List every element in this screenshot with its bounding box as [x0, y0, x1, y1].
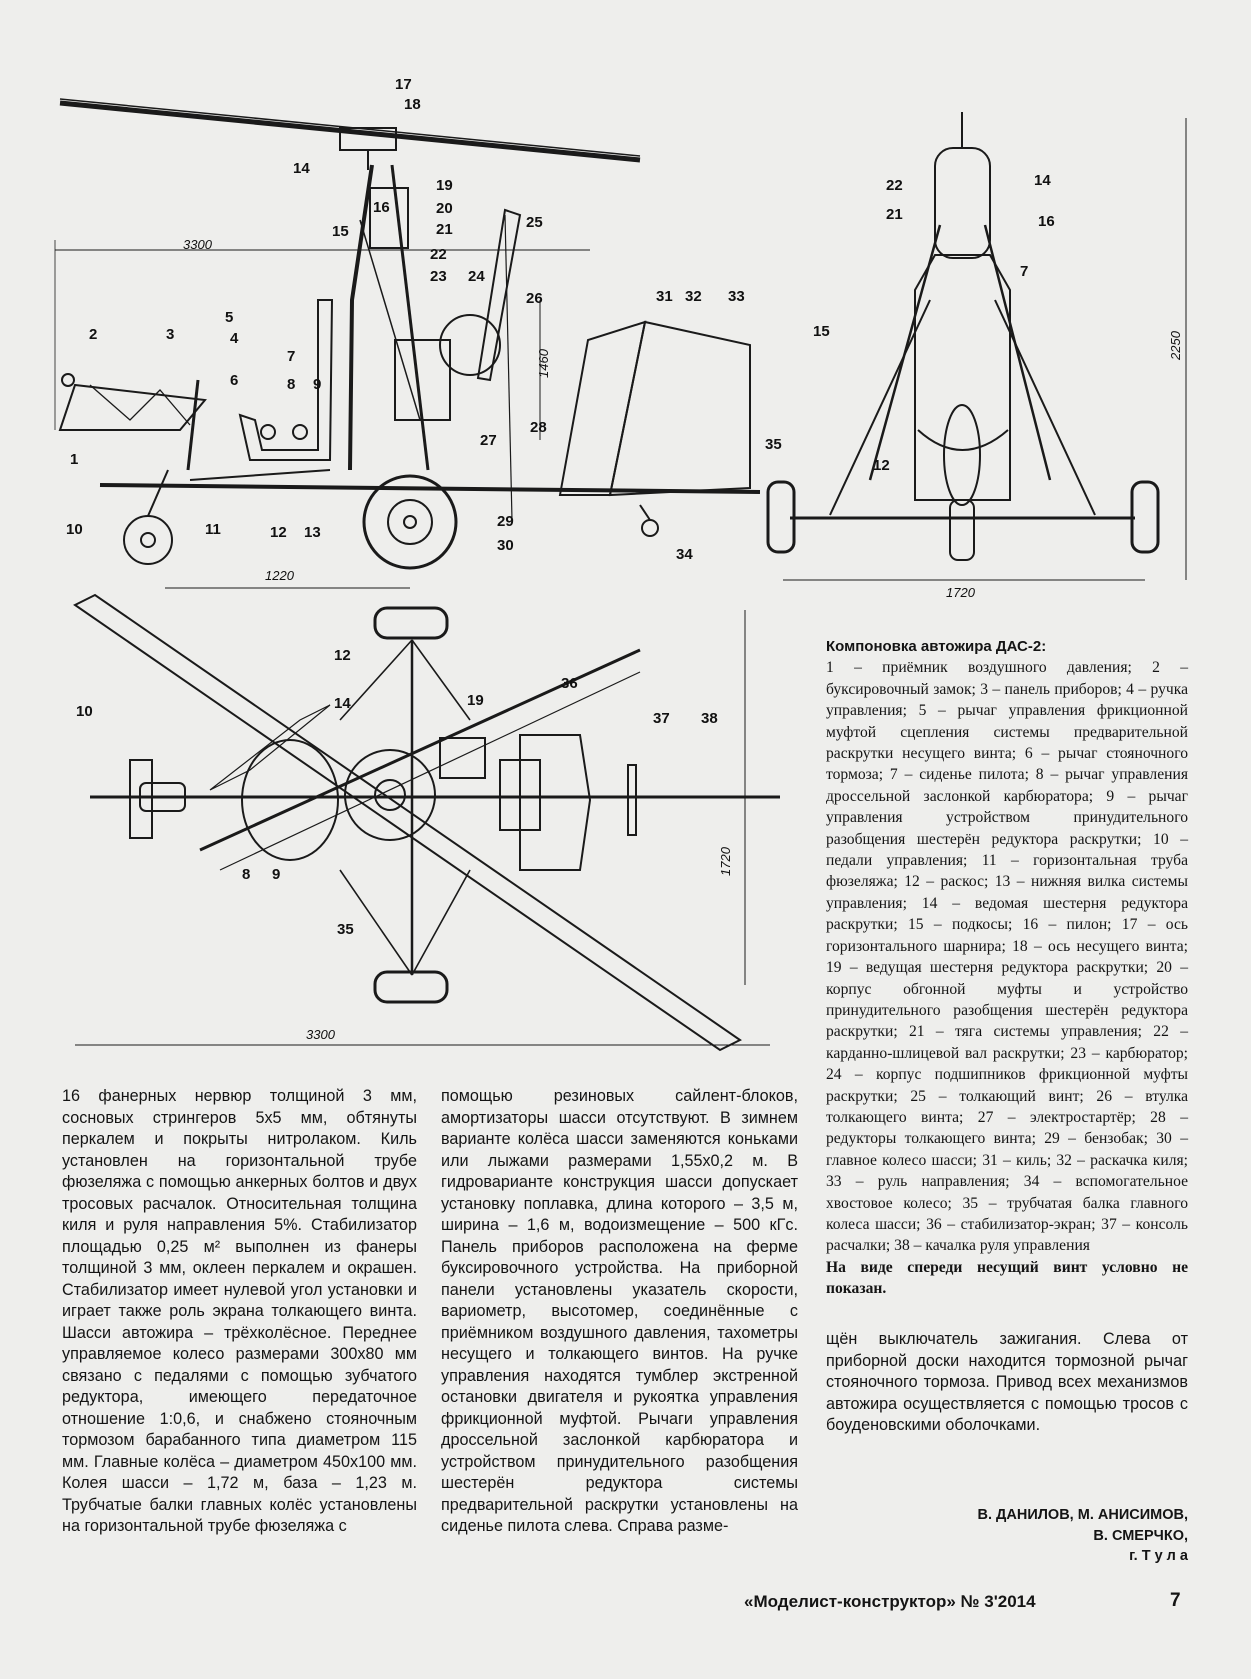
dim-side-length: 3300: [183, 237, 213, 252]
magazine-footer: «Моделист-конструктор» № 3'2014: [744, 1592, 1036, 1611]
front-label-12: 12: [873, 457, 890, 474]
part-label-7: 7: [287, 348, 295, 365]
part-label-22: 22: [430, 246, 447, 263]
part-label-23: 23: [430, 268, 447, 285]
part-label-12: 12: [270, 524, 287, 541]
part-label-19: 19: [436, 177, 453, 194]
front-label-22: 22: [886, 177, 903, 194]
caption-body: 1 – приёмник воздушного давления; 2 – бу…: [826, 659, 1188, 1255]
top-label-37: 37: [653, 710, 670, 727]
front-label-21: 21: [886, 206, 903, 223]
top-label-38: 38: [701, 710, 718, 727]
front-label-35: 35: [765, 436, 782, 453]
front-label-15: 15: [813, 323, 830, 340]
dim-base: 1220: [265, 568, 295, 583]
top-label-36: 36: [561, 675, 578, 692]
part-label-16: 16: [373, 199, 390, 216]
part-label-9: 9: [313, 376, 321, 393]
top-label-14: 14: [334, 695, 351, 712]
part-label-2: 2: [89, 326, 97, 343]
part-label-8: 8: [287, 376, 295, 393]
top-label-10: 10: [76, 703, 93, 720]
top-label-35: 35: [337, 921, 354, 938]
part-label-5: 5: [225, 309, 233, 326]
part-label-32: 32: [685, 288, 702, 305]
part-label-29: 29: [497, 513, 514, 530]
part-label-25: 25: [526, 214, 543, 231]
top-label-9: 9: [272, 866, 280, 883]
authors-line-1: В. ДАНИЛОВ, М. АНИСИМОВ,: [977, 1507, 1188, 1523]
authors-line-2: В. СМЕРЧКО,: [1093, 1527, 1188, 1544]
part-label-26: 26: [526, 290, 543, 307]
part-label-33: 33: [728, 288, 745, 305]
text-column-1: 16 фанерных нервюр толщиной 3 мм, соснов…: [62, 1087, 417, 1535]
authors-city: г. Т у л а: [1129, 1548, 1188, 1564]
part-label-27: 27: [480, 432, 497, 449]
part-label-21: 21: [436, 221, 453, 238]
part-label-10: 10: [66, 521, 83, 538]
part-label-14: 14: [293, 160, 310, 177]
text-column-2: помощью резиновых сайлент-блоков, аморти…: [441, 1087, 798, 1535]
part-label-24: 24: [468, 268, 485, 285]
caption-title: Компоновка автожира ДАС-2:: [826, 638, 1047, 655]
article-authors: В. ДАНИЛОВ, М. АНИСИМОВ, В. СМЕРЧКО, г. …: [826, 1505, 1188, 1567]
part-label-13: 13: [304, 524, 321, 541]
part-label-11: 11: [205, 521, 221, 538]
part-label-1: 1: [70, 451, 78, 468]
caption-note: На виде спереди несущий винт условно не …: [826, 1258, 1188, 1298]
part-label-34: 34: [676, 546, 693, 563]
autogyro-drawing: 17 18 14 19 16 20 15 21 25 22 23 24 26 3…: [54, 76, 1187, 1052]
page-number: 7: [1170, 1590, 1181, 1611]
dim-top-track: 1720: [718, 846, 733, 876]
dim-side-height: 1460: [536, 348, 551, 378]
part-label-6: 6: [230, 372, 238, 389]
part-label-15: 15: [332, 223, 349, 240]
dim-front-track: 1720: [946, 585, 976, 600]
part-label-18: 18: [404, 96, 421, 113]
dim-top-length: 3300: [306, 1027, 336, 1042]
top-label-8: 8: [242, 866, 250, 883]
figure-caption: Компоновка автожира ДАС-2: 1 – приёмник …: [826, 636, 1188, 1300]
part-label-3: 3: [166, 326, 174, 343]
front-label-16: 16: [1038, 213, 1055, 230]
part-label-30: 30: [497, 537, 514, 554]
part-label-4: 4: [230, 330, 239, 347]
top-label-19: 19: [467, 692, 484, 709]
part-label-31: 31: [656, 288, 673, 305]
top-label-12: 12: [334, 647, 351, 664]
front-label-7: 7: [1020, 263, 1028, 280]
part-label-20: 20: [436, 200, 453, 217]
front-label-14: 14: [1034, 172, 1051, 189]
dim-front-height: 2250: [1168, 330, 1183, 361]
part-label-28: 28: [530, 419, 547, 436]
part-label-17: 17: [395, 76, 412, 93]
text-column-3: щён выключатель зажигания. Слева от приб…: [826, 1330, 1188, 1434]
